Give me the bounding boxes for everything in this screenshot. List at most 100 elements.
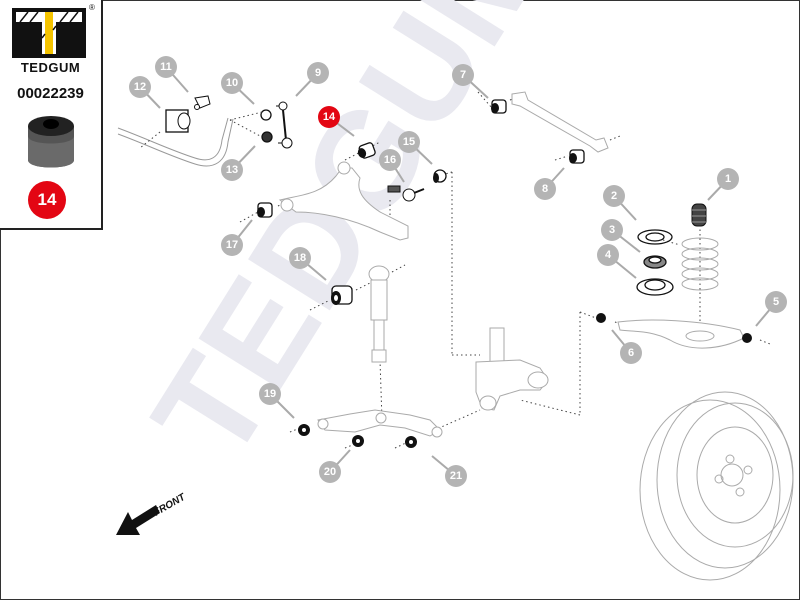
lower-control-arm xyxy=(317,409,443,438)
callout-6: 6 xyxy=(611,329,642,364)
callout-9: 9 xyxy=(295,62,329,97)
wheel xyxy=(639,391,794,581)
part-2-upper-spring-seat xyxy=(637,229,673,245)
callout-circle xyxy=(318,106,340,128)
callout-circle xyxy=(289,247,311,269)
callout-3: 3 xyxy=(601,219,641,253)
callout-4: 4 xyxy=(597,244,637,279)
part-12-stabilizer-bushing xyxy=(165,109,191,133)
watermark-text: TEDGUM xyxy=(122,0,577,486)
callout-circle xyxy=(603,185,625,207)
part-9-stabilizer-link xyxy=(276,101,293,149)
callout-number: 12 xyxy=(134,81,146,93)
part-5-bushing xyxy=(742,333,752,343)
callout-number: 9 xyxy=(315,67,321,79)
callout-number: 7 xyxy=(460,69,466,81)
trailing-link xyxy=(511,91,609,153)
callout-5: 5 xyxy=(755,291,787,327)
callout-circle xyxy=(221,72,243,94)
callout-number: 1 xyxy=(725,173,731,185)
callout-circle xyxy=(717,168,739,190)
part-number: 00022239 xyxy=(17,85,84,102)
part-1-bump-stop xyxy=(691,203,707,227)
callout-18: 18 xyxy=(289,247,327,281)
callout-number: 11 xyxy=(160,61,172,73)
callout-10: 10 xyxy=(221,72,255,105)
part-16-ball-joint xyxy=(387,185,425,202)
part-8-bushing xyxy=(569,149,585,164)
callout-7: 7 xyxy=(452,64,489,99)
callout-circle xyxy=(534,178,556,200)
callout-12: 12 xyxy=(129,76,161,109)
callout-number: 3 xyxy=(609,224,615,236)
callout-16: 16 xyxy=(379,149,405,183)
part-10-link-bushing xyxy=(260,109,272,121)
callout-circle xyxy=(259,383,281,405)
callout-circle xyxy=(597,244,619,266)
part-3-bearing xyxy=(643,255,667,269)
callout-number: 2 xyxy=(611,190,617,202)
callout-circle xyxy=(452,64,474,86)
callout-8: 8 xyxy=(534,167,565,200)
callout-number: 21 xyxy=(450,470,462,482)
callout-circle xyxy=(601,219,623,241)
front-direction-indicator: FRONT xyxy=(116,491,188,535)
callout-number: 8 xyxy=(542,183,548,195)
product-info-panel: ® TEDGUM 00022239 14 xyxy=(0,0,103,230)
part-18-bushing xyxy=(331,285,353,305)
part-21-bushing xyxy=(405,436,417,448)
callout-circle xyxy=(398,131,420,153)
callout-number: 14 xyxy=(323,111,336,123)
callout-circle xyxy=(620,342,642,364)
callout-number: 5 xyxy=(773,296,779,308)
callout-circle xyxy=(379,149,401,171)
tedgum-logo xyxy=(12,8,86,58)
callout-circle xyxy=(155,56,177,78)
lower-spring-arm xyxy=(617,319,745,349)
steering-knuckle xyxy=(475,327,549,411)
part-7-bushing xyxy=(491,99,507,114)
callout-20: 20 xyxy=(319,449,351,483)
highlighted-position-badge: 14 xyxy=(28,181,66,219)
callout-14: 14 xyxy=(318,106,355,137)
part-4-lower-spring-seat xyxy=(636,278,674,296)
callout-17: 17 xyxy=(221,219,253,256)
callout-circle xyxy=(129,76,151,98)
shock-absorber xyxy=(368,265,390,363)
callout-number: 20 xyxy=(324,466,336,478)
part-19-bushing xyxy=(298,424,310,436)
upper-control-arm xyxy=(278,161,409,241)
callout-number: 15 xyxy=(403,136,415,148)
callout-15: 15 xyxy=(398,131,433,165)
brand-name: TEDGUM xyxy=(20,60,81,75)
part-14-bushing xyxy=(357,142,376,159)
part-11-clamp xyxy=(194,95,211,110)
part-15-bushing xyxy=(433,169,447,183)
callout-13: 13 xyxy=(221,145,256,181)
callout-number: 10 xyxy=(226,77,238,89)
part-17-bushing xyxy=(257,202,273,218)
callout-number: 19 xyxy=(264,388,276,400)
callout-number: 16 xyxy=(384,154,396,166)
callout-19: 19 xyxy=(259,383,295,419)
product-thumbnail xyxy=(28,116,74,168)
stabilizer-bar xyxy=(117,117,234,167)
callout-circle xyxy=(307,62,329,84)
callout-number: 13 xyxy=(226,164,238,176)
part-20-bushing xyxy=(352,435,364,447)
callout-11: 11 xyxy=(155,56,189,93)
callout-21: 21 xyxy=(431,455,467,487)
front-arrow-icon xyxy=(116,505,160,535)
front-label: FRONT xyxy=(152,491,188,518)
part-6-bushing xyxy=(596,313,606,323)
callout-number: 18 xyxy=(294,252,306,264)
callout-circle xyxy=(319,461,341,483)
callout-circle xyxy=(445,465,467,487)
coil-spring xyxy=(681,237,719,291)
callout-number: 17 xyxy=(226,239,238,251)
callout-circle xyxy=(221,159,243,181)
registered-mark: ® xyxy=(89,3,95,12)
watermark: TEDGUM xyxy=(122,0,577,486)
